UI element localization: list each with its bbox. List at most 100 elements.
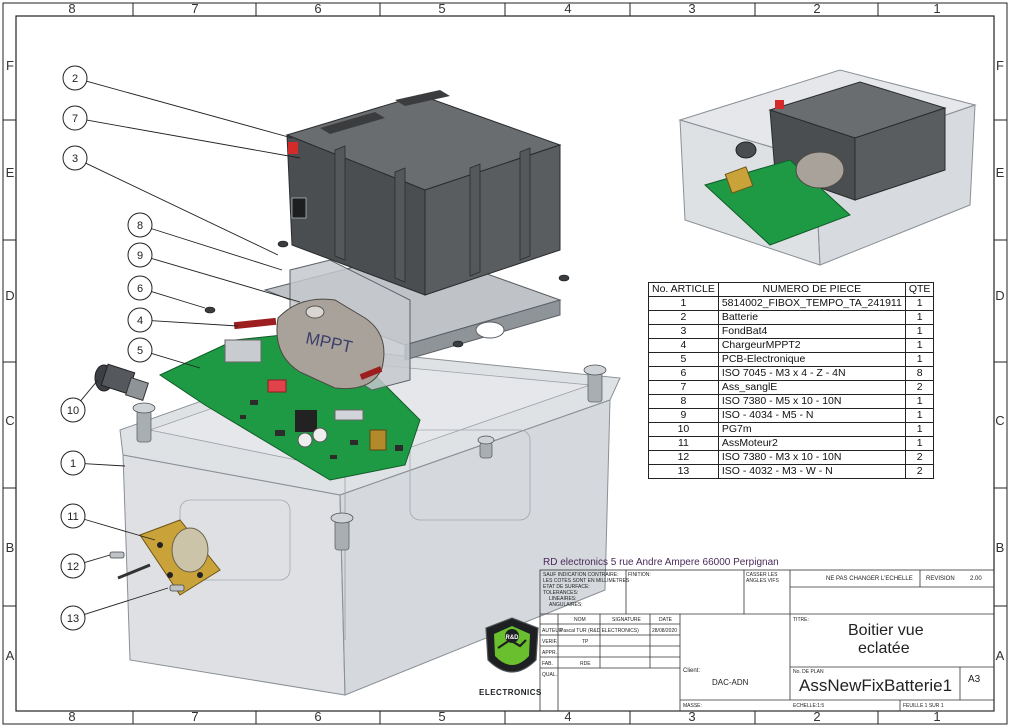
bom-qty-cell: 1 [904, 422, 935, 437]
client-label: Client: [683, 668, 701, 674]
balloon-circle [127, 275, 153, 301]
bom-article-cell: 11 [648, 436, 719, 451]
client-value: DAC-ADN [712, 678, 749, 687]
bom-part-cell: ChargeurMPPT2 [717, 338, 906, 353]
bom-article-cell: 6 [648, 366, 719, 381]
balloon-number: 4 [137, 315, 143, 327]
finition-label: FINITION: [628, 572, 651, 578]
balloon-number: 11 [67, 511, 78, 523]
no-scale-label: NE PAS CHANGER L'ECHELLE [826, 576, 913, 582]
bom-header-qty: QTE [904, 282, 935, 297]
leader-line [84, 463, 126, 467]
balloon-number: 7 [72, 113, 78, 125]
leader-line [84, 518, 156, 541]
bom-part-cell: ISO - 4034 - M5 - N [717, 408, 906, 423]
casser-line: ANGLES VIFS [746, 578, 779, 584]
bom-qty-cell: 2 [904, 380, 935, 395]
leader-lines [80, 80, 301, 615]
bom-article-cell: 10 [648, 422, 719, 437]
bom-part-cell: AssMoteur2 [717, 436, 906, 451]
feuille-label: FEUILLE 1 SUR 1 [903, 703, 944, 709]
zone-column-label: 3 [688, 709, 695, 724]
general-notes: SAUF INDICATION CONTRAIRE: LES COTES SON… [543, 572, 629, 608]
balloon-circle [127, 307, 153, 333]
row-fab: FAB. [542, 661, 553, 667]
bom-qty-cell: 1 [904, 436, 935, 451]
format-value: A3 [968, 674, 981, 685]
balloon-number: 12 [67, 561, 79, 573]
bom-part-cell: Ass_sanglE [717, 380, 906, 395]
leader-line [151, 353, 201, 369]
leader-line [151, 228, 283, 271]
plan-value: AssNewFixBatterie1 [799, 676, 953, 695]
bom-qty-cell: 2 [904, 450, 935, 465]
zone-row-label: A [996, 648, 1005, 663]
bom-part-cell: ISO 7045 - M3 x 4 - Z - 4N [717, 366, 906, 381]
zone-row-label: D [995, 288, 1004, 303]
note-line: ETAT DE SURFACE: [543, 584, 590, 590]
col-date: DATE [659, 617, 672, 623]
balloon-number: 6 [137, 283, 143, 295]
balloon-circle [60, 450, 86, 476]
col-signature: SIGNATURE [612, 617, 641, 623]
bom-qty-cell: 1 [904, 408, 935, 423]
zone-column-label: 6 [314, 709, 321, 724]
leader-line [84, 587, 169, 615]
balloon-number: 2 [72, 73, 78, 85]
balloon-number: 13 [67, 613, 79, 625]
col-nom: NOM [574, 617, 586, 623]
row-auteur: AUTEUR [542, 628, 563, 634]
bom-qty-cell: 1 [904, 352, 935, 367]
zone-column-label: 1 [933, 709, 940, 724]
revision-value: 2.00 [970, 576, 982, 582]
balloon-circle [60, 397, 86, 423]
leader-line [85, 162, 279, 256]
row-appr: APPR. [542, 650, 558, 656]
zone-row-label: A [6, 648, 15, 663]
zone-row-label: B [6, 540, 15, 555]
zone-row-label: C [5, 413, 14, 428]
balloon-circle [60, 605, 86, 631]
row-verif: VERIF. [542, 639, 558, 645]
author-date: 28/08/2020 [652, 628, 678, 634]
zone-column-label: 8 [68, 1, 75, 16]
zone-row-label: B [996, 540, 1005, 555]
masse-label: MASSE: [683, 703, 702, 709]
echelle-label: ECHELLE:1:5 [793, 703, 825, 709]
bom-article-cell: 9 [648, 408, 719, 423]
bom-header-part: NUMERO DE PIECE [717, 282, 906, 297]
leader-line [84, 554, 111, 564]
bom-qty-cell: 1 [904, 338, 935, 353]
zone-column-label: 6 [314, 1, 321, 16]
balloon-circle [127, 242, 153, 268]
bom-article-cell: 3 [648, 324, 719, 339]
zone-column-label: 4 [564, 1, 571, 16]
zone-column-label: 7 [191, 1, 198, 16]
note-line: TOLERANCES: [543, 590, 579, 596]
bom-article-cell: 12 [648, 450, 719, 465]
bom-part-cell: ISO 7380 - M5 x 10 - 10N [717, 394, 906, 409]
bom-article-cell: 4 [648, 338, 719, 353]
verif-value: TP [582, 639, 589, 645]
zone-row-label: E [996, 165, 1005, 180]
title-block-grid [539, 569, 995, 712]
balloon-number: 9 [137, 250, 143, 262]
zone-column-label: 5 [438, 709, 445, 724]
bom-part-cell: FondBat4 [717, 324, 906, 339]
balloon-number: 8 [137, 220, 143, 232]
balloon-number: 1 [70, 458, 76, 470]
assembled-view [678, 69, 977, 266]
bom-qty-cell: 8 [904, 366, 935, 381]
